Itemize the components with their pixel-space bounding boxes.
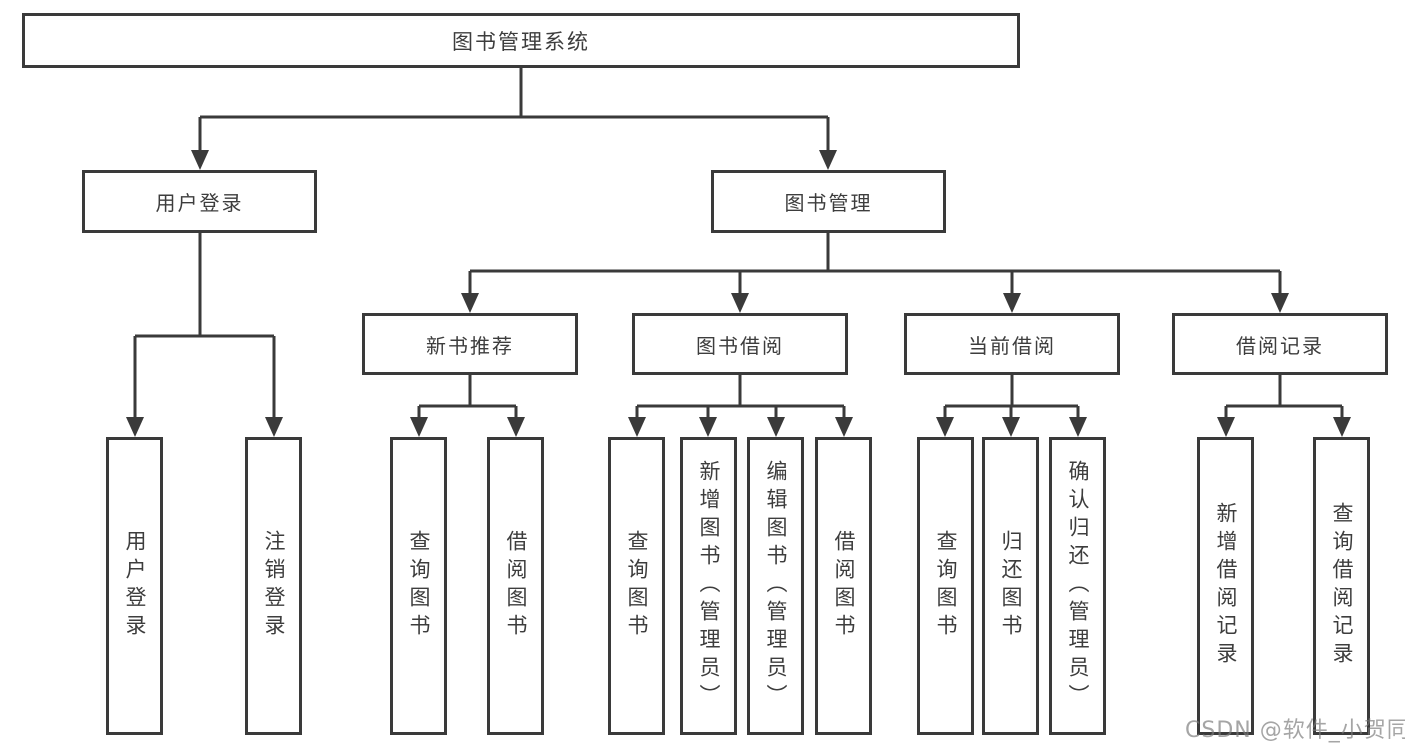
leaf-current-query-books: 查询图书: [917, 437, 974, 735]
node-label: 查询图书: [934, 530, 958, 642]
node-label: 借阅图书: [832, 530, 856, 642]
node-label: 编辑图书（管理员）: [764, 460, 788, 712]
node-user-login: 用户登录: [82, 170, 317, 233]
node-label: 用户登录: [123, 530, 147, 642]
leaf-add-borrow-record: 新增借阅记录: [1197, 437, 1254, 735]
node-label: 借阅记录: [1236, 333, 1324, 358]
node-label: 图书管理: [784, 191, 873, 215]
node-label: 图书管理系统: [452, 29, 590, 54]
leaf-edit-books-admin: 编辑图书（管理员）: [747, 437, 804, 735]
node-label: 查询图书: [625, 530, 649, 642]
leaf-logout: 注销登录: [245, 437, 302, 735]
node-label: 图书借阅: [696, 333, 784, 358]
node-label: 新增图书（管理员）: [697, 460, 721, 712]
node-label: 归还图书: [999, 530, 1023, 642]
leaf-borrow-books: 借阅图书: [815, 437, 872, 735]
node-label: 用户登录: [155, 191, 244, 215]
node-label: 确认归还（管理员）: [1066, 460, 1090, 712]
node-book-management: 图书管理: [711, 170, 946, 233]
node-label: 新增借阅记录: [1214, 502, 1238, 670]
node-label: 当前借阅: [968, 333, 1056, 358]
leaf-user-login: 用户登录: [106, 437, 163, 735]
node-label: 借阅图书: [504, 530, 528, 642]
leaf-return-books: 归还图书: [982, 437, 1039, 735]
node-current-borrowing: 当前借阅: [904, 313, 1120, 375]
node-library-management-system: 图书管理系统: [22, 13, 1020, 68]
node-book-borrowing: 图书借阅: [632, 313, 848, 375]
leaf-recommend-query-books: 查询图书: [390, 437, 447, 735]
node-label: 查询借阅记录: [1330, 502, 1354, 670]
leaf-recommend-borrow-books: 借阅图书: [487, 437, 544, 735]
node-label: 新书推荐: [426, 333, 514, 358]
node-label: 查询图书: [407, 530, 431, 642]
arrowheads: [126, 150, 1351, 437]
node-borrowing-records: 借阅记录: [1172, 313, 1388, 375]
leaf-confirm-return-admin: 确认归还（管理员）: [1049, 437, 1106, 735]
leaf-borrowing-query-books: 查询图书: [608, 437, 665, 735]
leaf-query-borrow-record: 查询借阅记录: [1313, 437, 1370, 735]
watermark: CSDN @软件_小贺同学: [1185, 718, 1405, 743]
leaf-add-books-admin: 新增图书（管理员）: [680, 437, 737, 735]
node-new-book-recommend: 新书推荐: [362, 313, 578, 375]
node-label: 注销登录: [262, 530, 286, 642]
